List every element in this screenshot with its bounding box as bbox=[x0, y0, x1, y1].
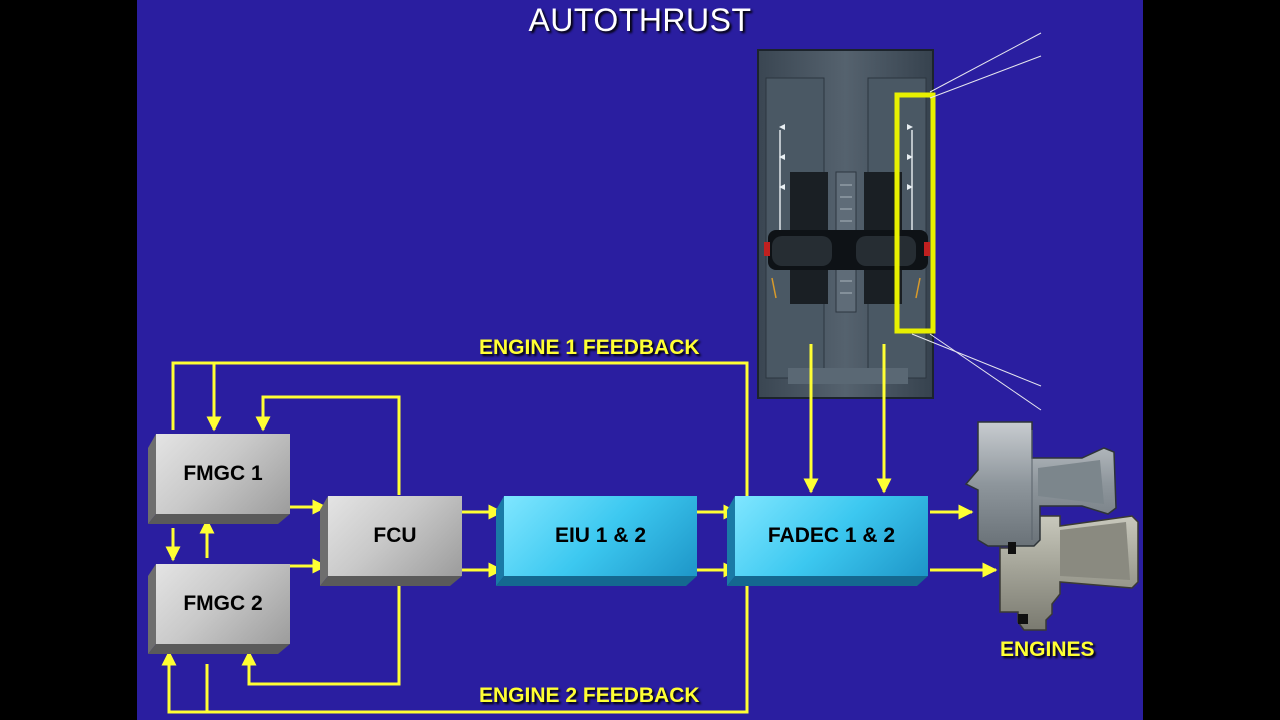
block-shading bbox=[148, 434, 928, 654]
fmgc1-label: FMGC 1 bbox=[183, 462, 263, 485]
fmgc1-block: FMGC 1 bbox=[156, 434, 290, 514]
engines-image bbox=[964, 421, 1139, 631]
eiu-block: EIU 1 & 2 bbox=[504, 496, 697, 576]
fadec-block: FADEC 1 & 2 bbox=[735, 496, 928, 576]
engines-label: ENGINES bbox=[1000, 638, 1095, 661]
connection-lines bbox=[161, 344, 998, 714]
fcu-label: FCU bbox=[373, 524, 417, 547]
callout-lines bbox=[911, 32, 1042, 411]
fmgc2-block: FMGC 2 bbox=[156, 564, 290, 644]
fmgc2-label: FMGC 2 bbox=[183, 592, 263, 615]
fadec-label: FADEC 1 & 2 bbox=[767, 524, 896, 547]
slide-title: AUTOTHRUST bbox=[528, 2, 752, 38]
thrust-lever-scale-highlight bbox=[894, 92, 936, 334]
fcu-block: FCU bbox=[328, 496, 462, 576]
engine1-feedback-label: ENGINE 1 FEEDBACK bbox=[479, 336, 700, 359]
engine2-feedback-label: ENGINE 2 FEEDBACK bbox=[479, 684, 700, 707]
eiu-label: EIU 1 & 2 bbox=[554, 524, 647, 547]
throttle-quadrant-image bbox=[757, 49, 934, 399]
